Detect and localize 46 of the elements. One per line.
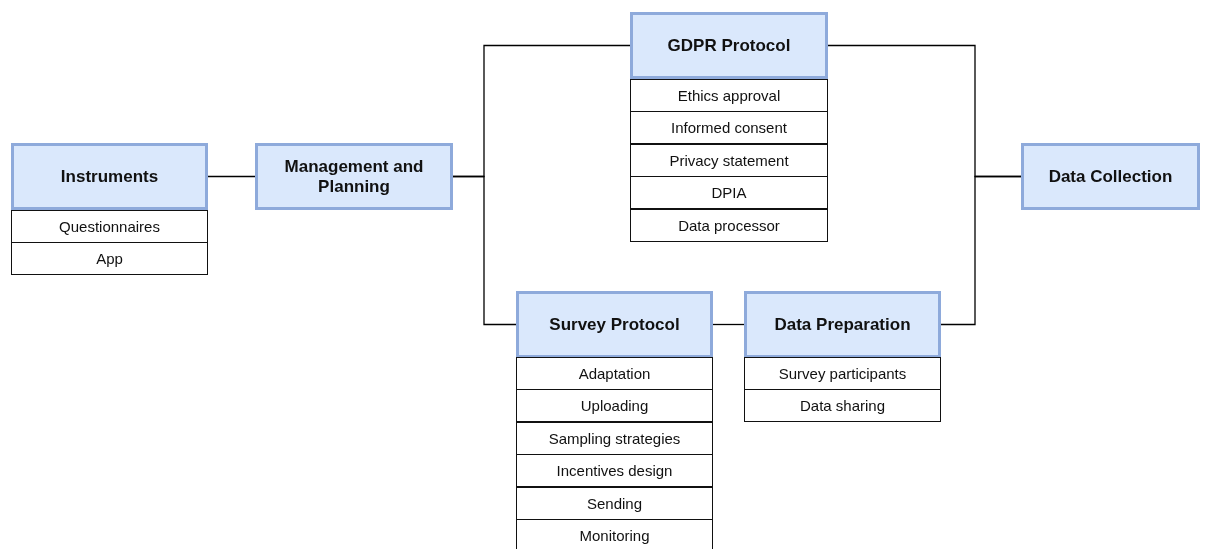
category-box bbox=[516, 291, 713, 358]
item-label: Data sharing bbox=[798, 397, 887, 414]
connector-line bbox=[712, 323, 745, 326]
category-box bbox=[744, 291, 941, 358]
item-box bbox=[630, 111, 828, 144]
item-box bbox=[630, 144, 828, 177]
category-title: Management and Planning bbox=[283, 156, 425, 197]
category-title: Data Preparation bbox=[773, 314, 912, 335]
item-box bbox=[744, 389, 941, 422]
item-box bbox=[630, 79, 828, 112]
item-box bbox=[516, 454, 713, 487]
item-label: Sampling strategies bbox=[547, 430, 682, 447]
item-label: Uploading bbox=[579, 397, 650, 414]
item-label: DPIA bbox=[710, 184, 748, 201]
connector-line bbox=[940, 175, 1022, 326]
item-label: Incentives design bbox=[555, 462, 674, 479]
item-label: Informed consent bbox=[670, 119, 788, 136]
item-box bbox=[516, 519, 713, 549]
item-label: Adaptation bbox=[577, 365, 652, 382]
item-label: Data processor bbox=[677, 217, 781, 234]
category-title: GDPR Protocol bbox=[666, 35, 792, 56]
item-label: App bbox=[95, 250, 124, 267]
category-box bbox=[1021, 143, 1200, 210]
item-box bbox=[516, 487, 713, 520]
connector-line bbox=[207, 175, 256, 178]
item-label: Privacy statement bbox=[668, 152, 790, 169]
item-box bbox=[11, 210, 208, 243]
category-title: Survey Protocol bbox=[548, 314, 681, 335]
item-box bbox=[630, 209, 828, 242]
category-title: Data Collection bbox=[1047, 166, 1174, 187]
item-label: Monitoring bbox=[578, 527, 651, 544]
item-label: Survey participants bbox=[777, 365, 908, 382]
category-box bbox=[255, 143, 453, 210]
item-box bbox=[516, 389, 713, 422]
item-label: Questionnaires bbox=[58, 218, 161, 235]
item-box bbox=[744, 357, 941, 390]
item-box bbox=[516, 422, 713, 455]
item-label: Ethics approval bbox=[676, 87, 782, 104]
category-title: Instruments bbox=[59, 166, 160, 187]
connector-line bbox=[452, 175, 517, 326]
item-box bbox=[11, 242, 208, 275]
category-box bbox=[11, 143, 208, 210]
category-box bbox=[630, 12, 828, 79]
item-label: Sending bbox=[585, 495, 644, 512]
item-box bbox=[516, 357, 713, 390]
item-box bbox=[630, 176, 828, 209]
